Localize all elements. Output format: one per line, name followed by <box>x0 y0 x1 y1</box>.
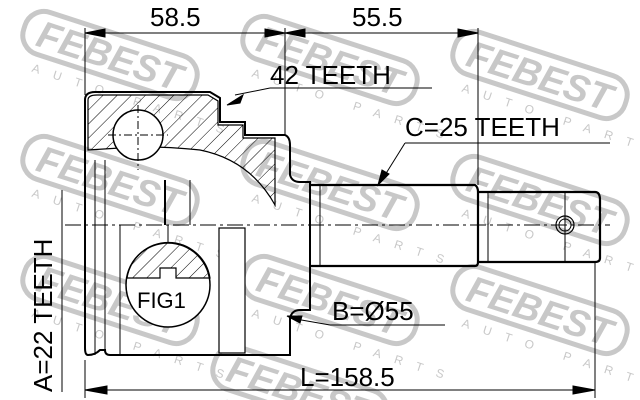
inner-spline-label: A=22 TEETH <box>28 238 58 392</box>
dim-top-left: 58.5 <box>150 2 201 32</box>
fig1-label: FIG1 <box>137 288 186 313</box>
spline-shaft-label: C=25 TEETH <box>405 112 560 142</box>
diameter-label: B=Ø55 <box>332 296 414 326</box>
total-length-label: L=158.5 <box>300 362 395 392</box>
dim-top-right: 55.5 <box>352 2 403 32</box>
abs-ring <box>218 227 246 354</box>
part-outline <box>61 28 610 398</box>
spline-outer-label: 42 TEETH <box>270 60 391 90</box>
